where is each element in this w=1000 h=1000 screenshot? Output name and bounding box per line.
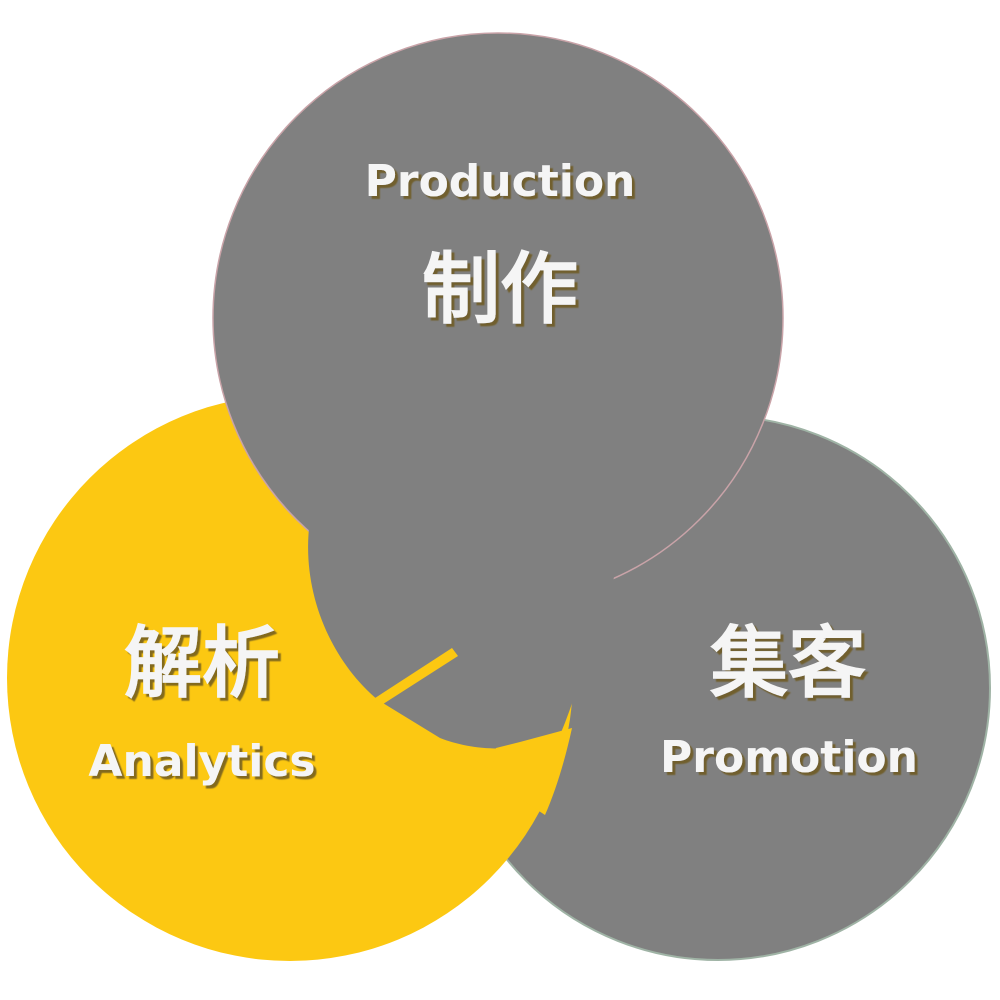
analytics-overlap-wedge — [372, 648, 458, 706]
center-overlap — [308, 438, 616, 749]
analytics-overlap-edge — [380, 706, 572, 815]
production-label-en: Production — [365, 156, 636, 207]
production-label-ja: 制作 — [422, 245, 578, 335]
analytics-label-ja: 解析 — [124, 619, 280, 709]
promotion-label-en: Promotion — [660, 732, 918, 783]
analytics-label-en: Analytics — [88, 736, 315, 787]
promotion-label-ja: 集客 — [709, 619, 866, 709]
